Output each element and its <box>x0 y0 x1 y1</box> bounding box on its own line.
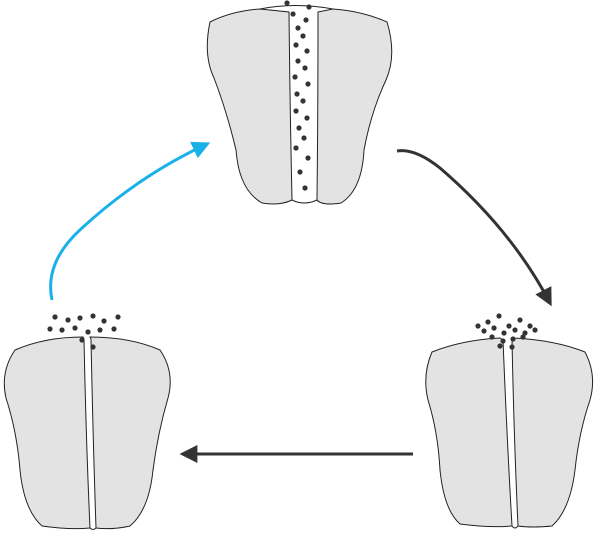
particle <box>284 0 290 6</box>
particle <box>294 91 300 97</box>
particle <box>489 334 495 340</box>
particle <box>47 326 53 332</box>
particles-top <box>284 0 312 191</box>
particle <box>510 336 516 342</box>
left-lobe <box>425 337 513 528</box>
particle <box>85 329 91 335</box>
particle <box>292 74 298 80</box>
particle <box>293 42 299 48</box>
particle <box>65 317 71 323</box>
particle <box>301 135 307 141</box>
right-lobe <box>511 337 594 528</box>
particle <box>90 313 96 319</box>
particle <box>497 343 503 349</box>
particle <box>77 315 83 321</box>
stage-top <box>206 0 393 205</box>
particle <box>300 98 306 104</box>
particle <box>527 323 533 329</box>
particle <box>303 17 309 23</box>
top-cap <box>259 5 334 10</box>
arrow-left-to-top <box>49 141 211 301</box>
particle <box>491 325 497 331</box>
bottom-cap <box>511 525 519 529</box>
bottom-cap <box>89 527 97 530</box>
particle <box>522 330 528 336</box>
stage-left <box>3 313 171 530</box>
particle <box>306 4 312 10</box>
particle <box>52 314 58 320</box>
particle <box>59 327 65 333</box>
particle <box>293 145 299 151</box>
left-lobe <box>3 336 91 530</box>
particle <box>297 169 303 175</box>
particle <box>304 48 310 54</box>
particle <box>293 108 299 114</box>
particle <box>304 115 310 121</box>
particle <box>481 328 487 334</box>
right-lobe <box>89 336 171 530</box>
particle <box>111 326 117 332</box>
particle <box>520 334 526 340</box>
particles-right <box>475 313 538 350</box>
particle <box>506 323 512 329</box>
particle <box>302 185 308 191</box>
stage-right <box>425 313 594 529</box>
particle <box>290 11 296 17</box>
particle <box>509 344 515 350</box>
particle <box>305 155 311 161</box>
particles-left <box>47 313 121 350</box>
left-lobe <box>206 8 293 205</box>
particle <box>475 323 481 329</box>
particle <box>72 325 78 331</box>
particle <box>532 327 538 333</box>
arrow-top-to-right <box>396 149 552 307</box>
particle <box>501 330 507 336</box>
bottom-cap <box>291 199 318 204</box>
particle <box>295 25 301 31</box>
particle <box>79 337 85 343</box>
right-lobe <box>316 8 393 205</box>
particle <box>496 313 502 319</box>
particle <box>500 338 506 344</box>
particle <box>517 317 523 323</box>
particle <box>295 58 301 64</box>
particle <box>302 65 308 71</box>
particle <box>97 327 103 333</box>
particle <box>115 314 121 320</box>
particle <box>485 319 491 325</box>
particle <box>300 33 306 39</box>
particle <box>296 125 302 131</box>
particle <box>90 344 96 350</box>
particle <box>512 327 518 333</box>
particle <box>305 81 311 87</box>
particle <box>101 318 107 324</box>
